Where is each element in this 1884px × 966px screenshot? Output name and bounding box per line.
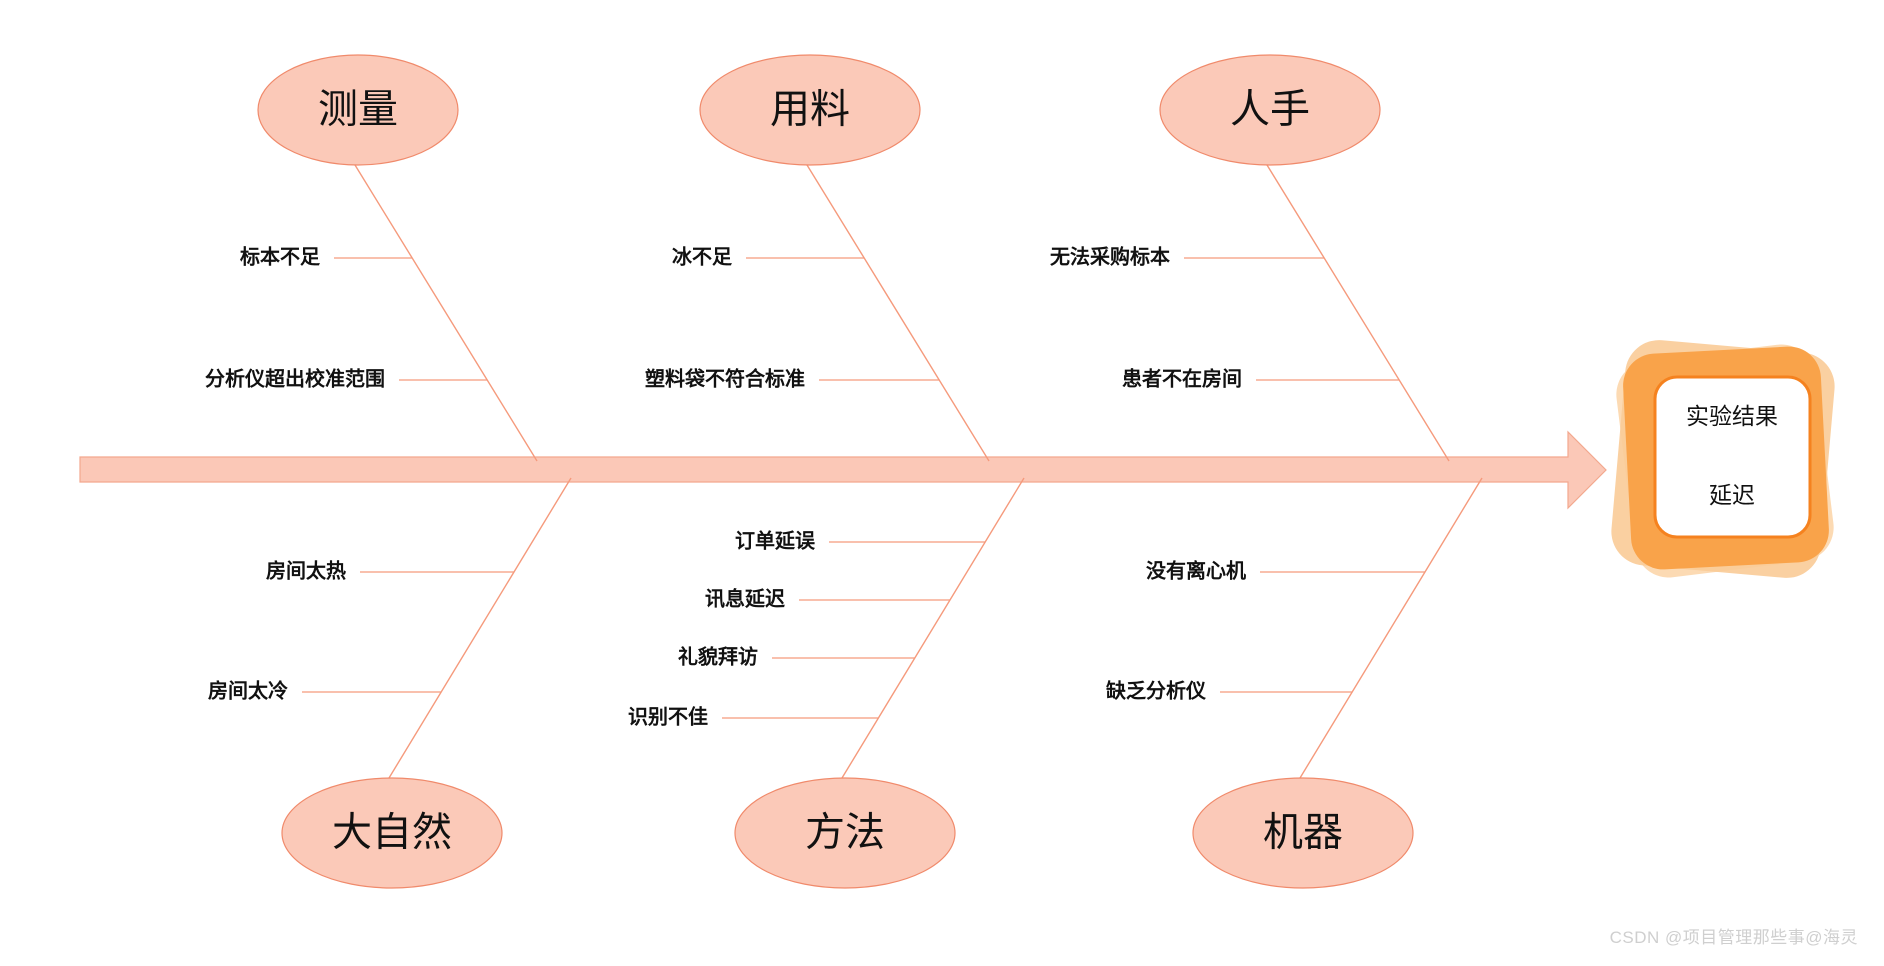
category-label-2: 人手 bbox=[1230, 88, 1310, 132]
category-label-0: 测量 bbox=[318, 88, 398, 132]
bone-line-5 bbox=[1299, 477, 1483, 779]
cause-label-2-0: 无法采购标本 bbox=[1050, 244, 1170, 268]
category-ellipse-3[interactable] bbox=[281, 777, 503, 889]
effect-box[interactable]: 实验结果 延迟 bbox=[1609, 337, 1838, 581]
bone-line-4 bbox=[841, 477, 1025, 779]
bone-line-2 bbox=[1266, 164, 1450, 462]
bone-line-3 bbox=[388, 477, 572, 779]
spine-arrow bbox=[79, 430, 1607, 510]
cause-label-4-3: 识别不佳 bbox=[628, 704, 708, 728]
category-label-1: 用料 bbox=[770, 88, 850, 132]
watermark: CSDN @项目管理那些事@海灵 bbox=[1609, 928, 1858, 947]
spine-arrow-shape bbox=[79, 430, 1607, 510]
cause-label-1-1: 塑料袋不符合标准 bbox=[645, 366, 805, 390]
category-label-5: 机器 bbox=[1263, 811, 1343, 855]
effect-box-inner bbox=[1653, 375, 1812, 539]
category-label-3: 大自然 bbox=[332, 811, 452, 855]
category-label-4: 方法 bbox=[805, 811, 885, 855]
cause-label-3-0: 房间太热 bbox=[266, 558, 346, 582]
effect-label-line1: 实验结果 bbox=[1686, 403, 1778, 429]
cause-label-5-1: 缺乏分析仪 bbox=[1106, 678, 1207, 702]
cause-label-0-0: 标本不足 bbox=[240, 245, 321, 268]
category-ellipse-4[interactable] bbox=[734, 777, 956, 889]
category-ellipse-0[interactable] bbox=[257, 54, 459, 166]
cause-label-0-1: 分析仪超出校准范围 bbox=[205, 366, 385, 390]
cause-label-4-2: 礼貌拜访 bbox=[678, 644, 758, 668]
cause-label-5-0: 没有离心机 bbox=[1146, 558, 1246, 582]
category-ellipse-5[interactable] bbox=[1192, 777, 1414, 889]
bone-line-0 bbox=[354, 164, 538, 462]
bone-line-1 bbox=[806, 164, 990, 462]
cause-label-3-1: 房间太冷 bbox=[208, 678, 288, 702]
cause-label-2-1: 患者不在房间 bbox=[1122, 366, 1242, 390]
category-ellipse-2[interactable] bbox=[1159, 54, 1381, 166]
cause-label-1-0: 冰不足 bbox=[672, 245, 733, 268]
category-ellipse-1[interactable] bbox=[699, 54, 921, 166]
cause-label-4-0: 订单延误 bbox=[735, 528, 816, 552]
effect-label-line2: 延迟 bbox=[1709, 482, 1755, 508]
cause-label-4-1: 讯息延迟 bbox=[705, 586, 785, 610]
